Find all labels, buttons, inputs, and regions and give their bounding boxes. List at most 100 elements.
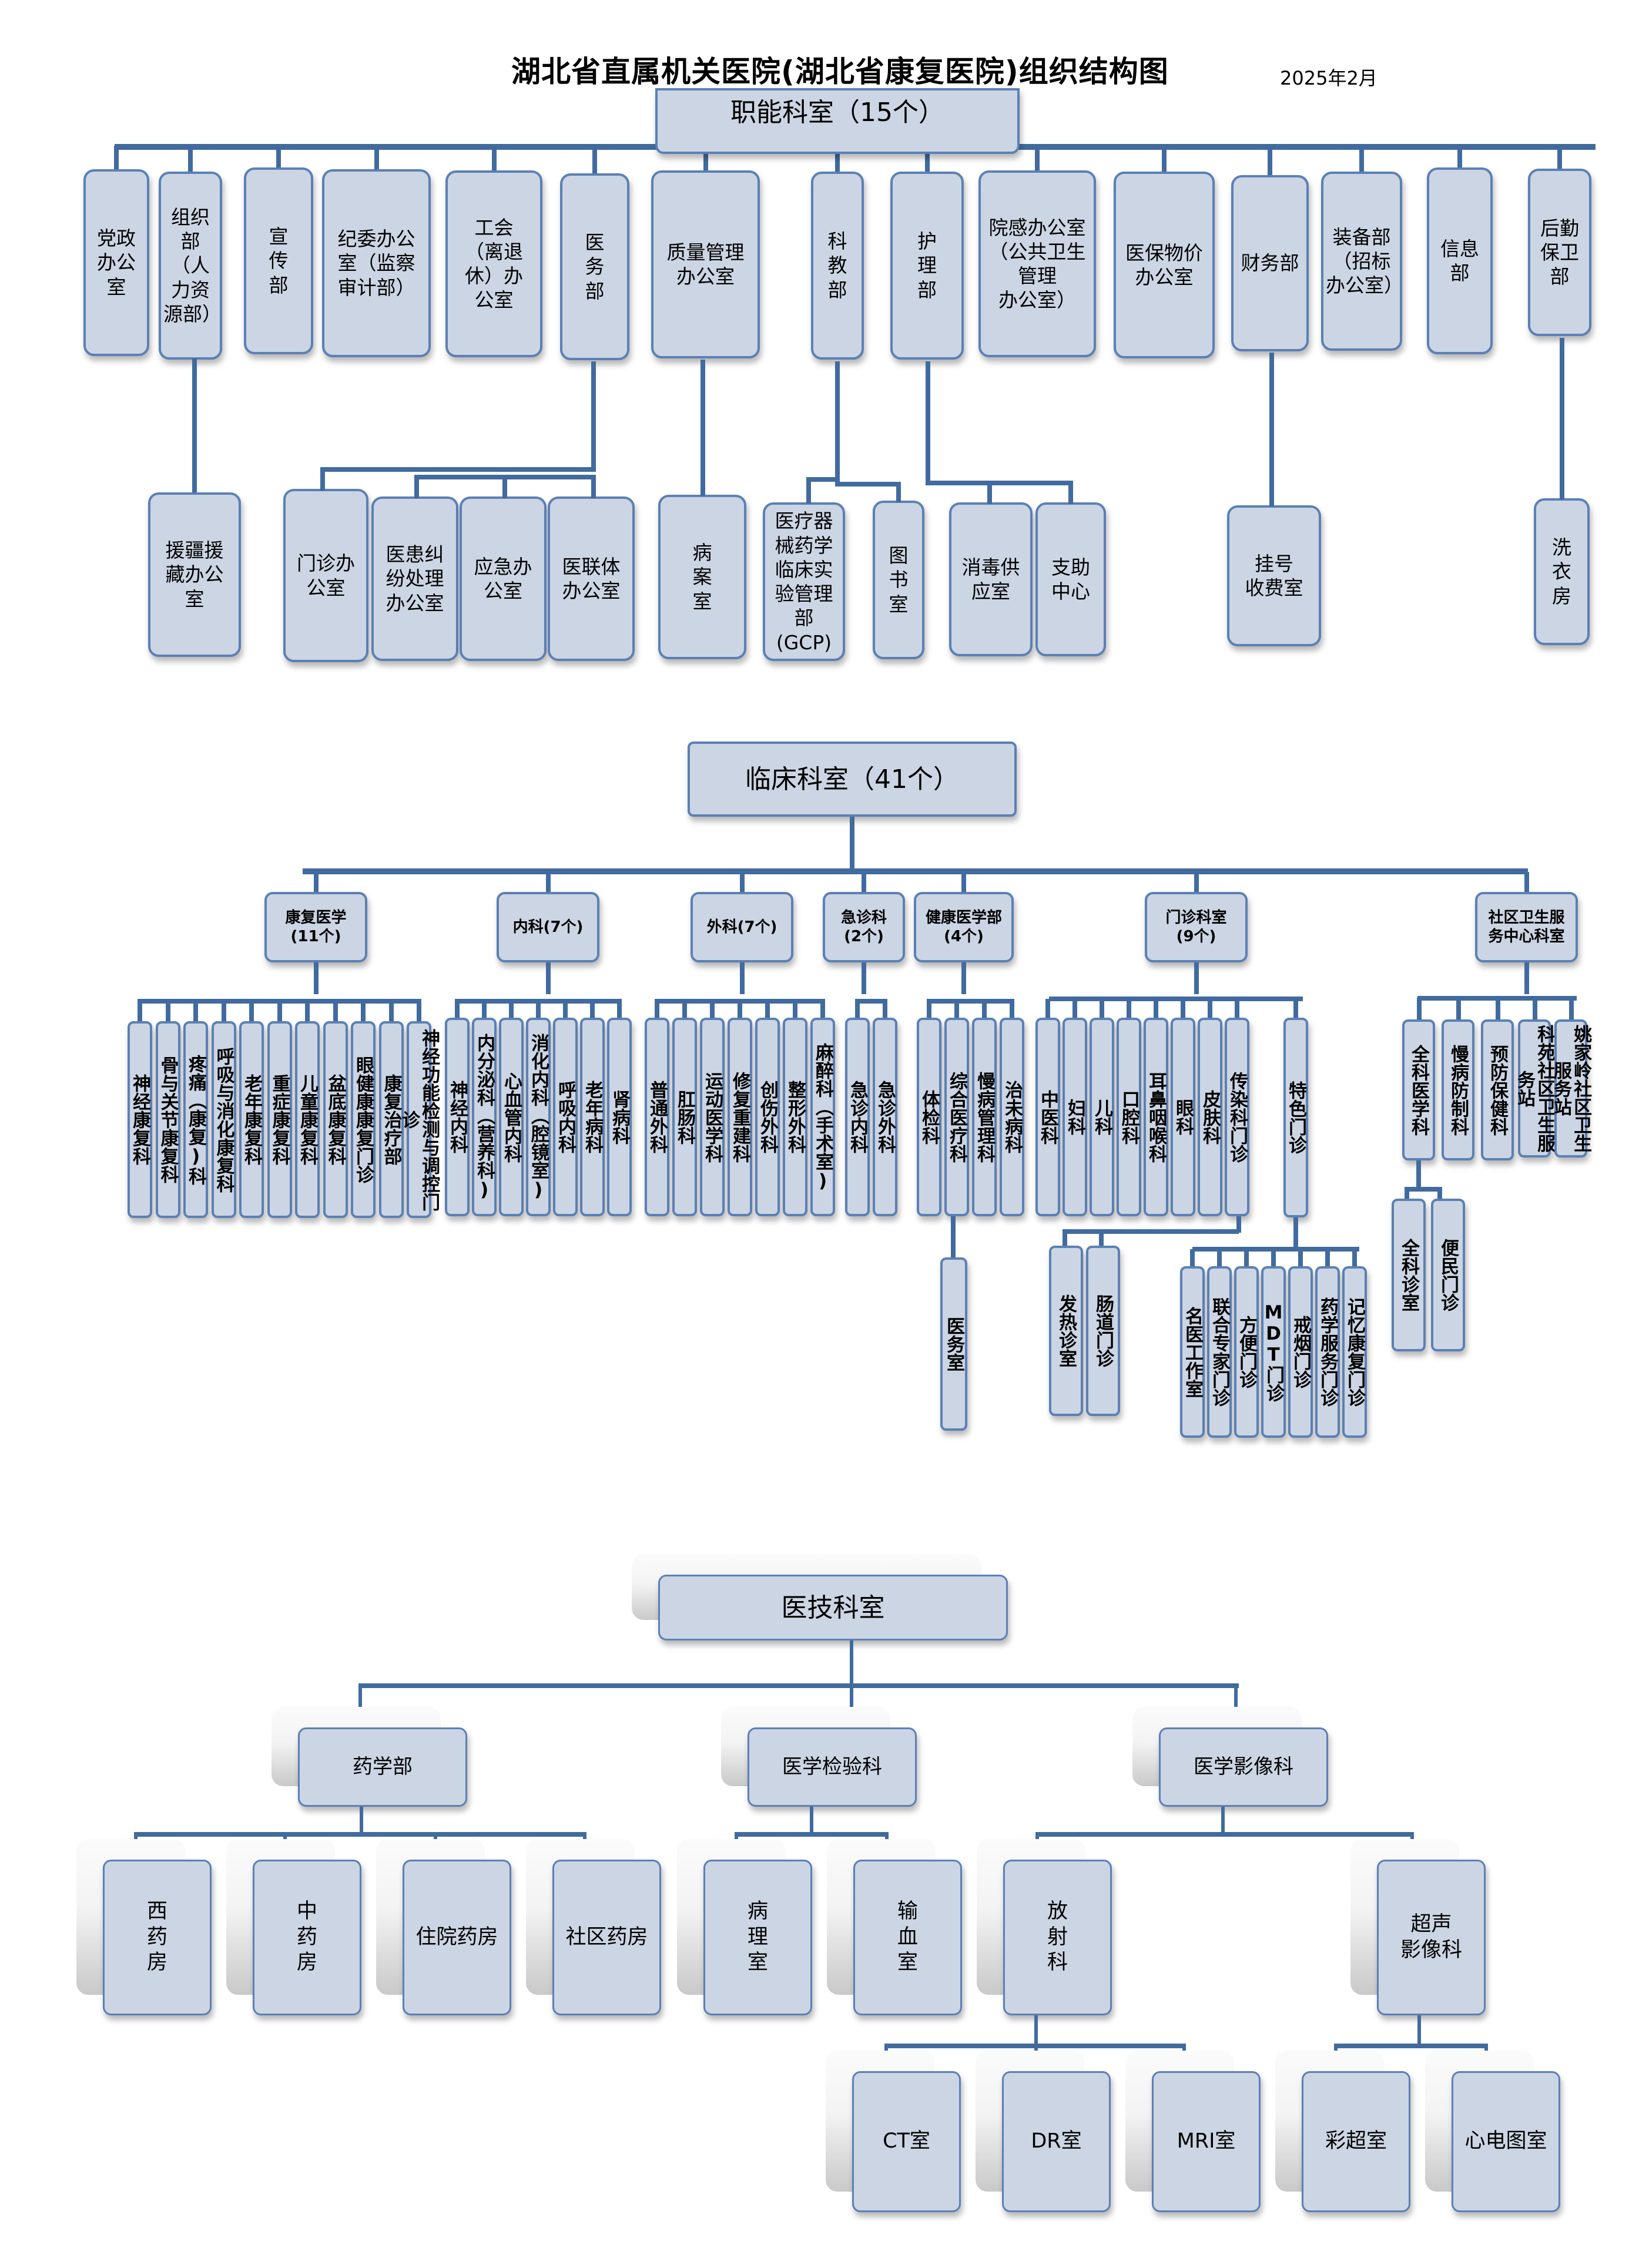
connector: [1217, 1249, 1222, 1267]
clinical-dept: 特色门诊: [1283, 1018, 1308, 1217]
clinical-dept: 消化内科（腔镜室): [526, 1018, 551, 1216]
clinical-dept: 整形外科: [783, 1018, 807, 1216]
connector: [1496, 998, 1500, 1020]
clinical-dept: 儿童康复科: [295, 1021, 320, 1218]
connector: [249, 999, 254, 1021]
clinical-dept: 疼痛（康复)科: [183, 1021, 208, 1218]
functional-dept: 信息 部: [1427, 167, 1493, 354]
clinical-dept: 综合医疗科: [944, 1018, 969, 1216]
clinical-dept-label: 药学服务门诊: [1317, 1297, 1339, 1407]
connector: [388, 999, 394, 1021]
clinical-dept: 盆底康复科: [323, 1021, 348, 1218]
clinical-dept: 慢病管理科: [972, 1018, 997, 1216]
connector: [1417, 2015, 1421, 2046]
functional-dept: 质量管理 办公室: [651, 170, 760, 358]
medtech-unit-label: 彩超室: [1325, 2129, 1387, 2153]
clinical-dept: 体检科: [917, 1018, 941, 1216]
connector: [1416, 1160, 1421, 1190]
connector: [455, 999, 460, 1018]
clinical-dept-label: 预防保健科: [1487, 1044, 1509, 1136]
functional-dept-label: 工会 （离退 休）办 公室: [465, 216, 523, 312]
clinical-group: 内科(7个): [497, 892, 599, 962]
clinical-dept: 发热诊室: [1049, 1246, 1083, 1416]
connector: [924, 146, 930, 173]
functional-sub-unit-label: 应急办 公室: [474, 555, 532, 602]
clinical-dept: 麻醉科（手术室): [810, 1018, 835, 1216]
clinical-dept: 神经功能检测与调控门诊: [398, 1021, 440, 1218]
connector: [810, 1807, 813, 1834]
connector: [1035, 146, 1040, 172]
connector: [1533, 998, 1537, 1020]
functional-sub-unit: 挂号 收费室: [1227, 505, 1321, 646]
connector: [1524, 962, 1529, 994]
clinical-dept: 药学服务门诊: [1315, 1266, 1340, 1438]
connector: [361, 999, 366, 1021]
clinical-group-label: 外科(7个): [706, 918, 777, 936]
clinical-dept-label: 儿童康复科: [297, 1074, 319, 1165]
medtech-group-label: 医学检验科: [782, 1755, 882, 1779]
connector: [536, 999, 541, 1018]
connector: [1269, 353, 1274, 506]
connector: [1325, 1249, 1330, 1267]
functional-sub-unit-label: 援疆援 藏办公 室: [165, 539, 224, 610]
clinical-dept: 皮肤科: [1198, 1018, 1222, 1216]
functional-dept: 党政 办公 室: [83, 169, 149, 356]
medtech-unit: 超声 影像科: [1377, 1860, 1486, 2015]
connector: [374, 146, 379, 170]
connector: [221, 999, 226, 1021]
connector: [1298, 1249, 1303, 1267]
functional-sub-unit-label: 病 案 室: [692, 541, 712, 613]
functional-dept: 医保物价 办公室: [1114, 172, 1215, 358]
clinical-dept: 姚家岭社区卫生服务站: [1550, 1019, 1591, 1158]
clinical-dept-label: 急诊外科: [874, 1081, 896, 1153]
functional-sub-unit-label: 门诊办 公室: [297, 552, 355, 599]
connector: [305, 999, 310, 1021]
connector: [1190, 1249, 1195, 1267]
clinical-dept-label: 科苑社区卫生服务站: [1514, 1025, 1556, 1152]
clinical-dept-label: 老年病科: [582, 1081, 604, 1153]
chart-title: 湖北省直属机关医院(湖北省康复医院)组织结构图: [511, 55, 1169, 89]
connector: [134, 1832, 585, 1837]
clinical-dept-label: 疼痛（康复)科: [185, 1054, 207, 1185]
connector: [114, 146, 119, 170]
clinical-dept-label: 神经内科: [447, 1081, 468, 1153]
functional-dept-label: 医 务 部: [585, 231, 605, 303]
clinical-dept-label: 中医科: [1037, 1089, 1059, 1145]
clinical-dept-label: 肾病科: [609, 1089, 631, 1145]
functional-dept: 工会 （离退 休）办 公室: [445, 170, 542, 357]
medtech-unit-label: 住院药房: [415, 1925, 498, 1949]
clinical-dept: 呼吸内科: [553, 1018, 578, 1216]
connector: [739, 872, 745, 892]
medtech-root: 医技科室: [658, 1575, 1008, 1640]
clinical-dept-label: 戒烟门诊: [1290, 1316, 1312, 1388]
connector: [883, 999, 887, 1018]
functional-sub-unit-label: 消毒供 应室: [961, 555, 1020, 603]
connector: [793, 999, 797, 1018]
connector: [1068, 481, 1073, 504]
clinical-dept-label: 名医工作室: [1182, 1306, 1204, 1398]
clinical-dept: 耳鼻咽喉科: [1144, 1018, 1168, 1216]
functional-sub-unit-label: 医疗器 械药学 临床实 验管理 部(GCP): [775, 509, 833, 654]
connector: [862, 872, 866, 892]
connector: [1557, 146, 1562, 170]
connector: [1162, 146, 1167, 173]
connector: [835, 146, 840, 173]
clinical-dept-label: 眼科: [1172, 1099, 1194, 1135]
connector: [1456, 998, 1461, 1020]
connector: [765, 999, 770, 1018]
medtech-unit: 住院药房: [403, 1860, 511, 2015]
connector: [835, 482, 900, 487]
connector: [414, 475, 419, 498]
medtech-unit-label: 西 药 房: [146, 1899, 167, 1975]
clinical-dept-label: 特色门诊: [1285, 1081, 1307, 1154]
functional-dept-label: 后勤 保卫 部: [1540, 216, 1579, 288]
connector: [1235, 999, 1239, 1018]
clinical-dept: 便民门诊: [1431, 1199, 1465, 1351]
clinical-group-label: 社区卫生服 务中心科室: [1488, 908, 1565, 946]
functional-dept: 医 务 部: [560, 173, 629, 360]
connector: [1192, 1247, 1359, 1252]
clinical-dept-label: 神经康复科: [129, 1074, 151, 1165]
clinical-dept: 全科医学科: [1402, 1019, 1435, 1160]
functional-dept-label: 质量管理 办公室: [666, 240, 745, 288]
functional-sub-unit: 消毒供 应室: [949, 502, 1033, 656]
